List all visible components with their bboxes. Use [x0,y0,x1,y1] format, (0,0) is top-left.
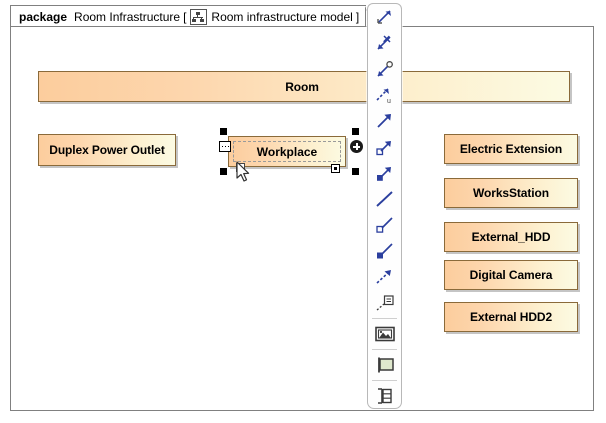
note-link-tool[interactable] [368,290,401,316]
image-icon [374,326,395,342]
filled-diamond-link-tool[interactable] [368,238,401,264]
dependency-tool[interactable] [368,264,401,290]
list-frame-icon [377,388,392,404]
package-keyword: package [19,9,68,24]
node-label: External_HDD [471,230,551,244]
node-workplace[interactable]: Workplace [228,136,346,167]
package-name: Room Infrastructure [74,9,181,24]
diagram-palette[interactable]: u [367,3,402,409]
svg-text:u: u [387,98,391,105]
node-duplex-power-outlet[interactable]: Duplex Power Outlet [38,134,176,166]
arrow-with-crossbar-icon [376,35,391,50]
filled-square-arrow-icon [376,167,391,181]
add-element-badge[interactable] [350,140,363,153]
node-label: Workplace [256,144,318,159]
hollow-square-arrow-icon [375,141,391,156]
resize-handle-bottom-left[interactable] [220,168,227,175]
generalization-tool[interactable] [368,108,401,134]
note-anchor-icon [376,295,394,311]
association-tool[interactable] [368,4,401,30]
resize-handle-top-left[interactable] [220,128,227,135]
line-tool[interactable] [368,186,401,212]
palette-separator [372,380,397,381]
node-label: External HDD2 [469,310,553,324]
palette-separator [372,318,397,319]
aggregation-tool[interactable] [368,56,401,82]
hollow-diamond-line-icon [375,217,393,233]
hollow-diamond-link-tool[interactable] [368,212,401,238]
bracket-close: ] [355,9,360,24]
arrow-cursor [236,161,250,182]
note-shape-icon [377,357,394,373]
node-digital-camera[interactable]: Digital Camera [444,260,578,290]
arrow-with-circle-icon [376,61,393,77]
filled-diamond-line-icon [376,243,393,259]
plain-line-icon [375,191,393,207]
structure-tool[interactable] [368,383,401,408]
resize-handle-top-right[interactable] [352,128,359,135]
palette-separator [372,349,397,350]
dashed-arrow-icon [375,270,391,284]
diagram-name: Room infrastructure model [211,9,353,24]
node-label: Duplex Power Outlet [49,143,165,157]
usage-tool[interactable] [368,160,401,186]
node-external-hdd2[interactable]: External HDD2 [444,302,578,332]
node-label: WorksStation [473,186,549,200]
resize-handle-bottom-center[interactable] [331,164,340,173]
element-menu-handle[interactable] [219,141,231,152]
node-electric-extension[interactable]: Electric Extension [444,134,578,164]
arrow-with-corner-icon [376,10,391,24]
resize-handle-bottom-right[interactable] [352,168,359,175]
node-label: Digital Camera [469,268,553,282]
directed-association-tool[interactable] [368,30,401,56]
selection-dashed-outline [233,141,341,162]
node-room[interactable]: Room [38,71,570,102]
bracket-open: [ [183,9,187,24]
composition-tool[interactable]: u [368,82,401,108]
node-external-hdd[interactable]: External_HDD [444,222,578,252]
realization-tool[interactable] [368,134,401,160]
note-tool[interactable] [368,352,401,378]
solid-arrow-icon [376,114,391,128]
dashed-arrow-u-icon: u [375,88,391,105]
image-tool[interactable] [368,321,401,347]
node-label: Room [285,79,319,94]
node-works-station[interactable]: WorksStation [444,178,578,208]
class-diagram-icon [190,8,208,25]
node-label: Electric Extension [459,142,563,156]
package-header-tab: package Room Infrastructure [ Room infra… [10,5,375,28]
